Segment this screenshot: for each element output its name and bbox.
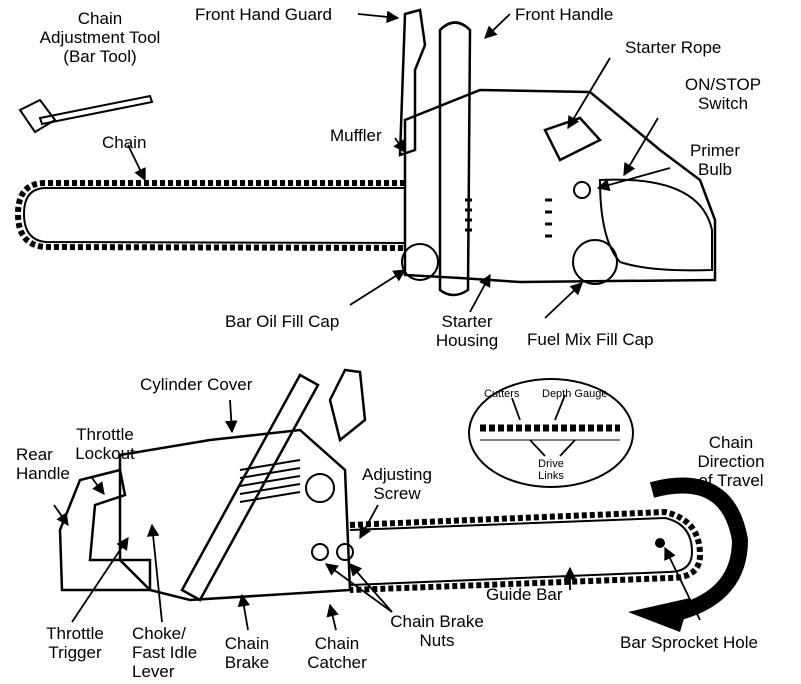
label-guide-bar: Guide Bar xyxy=(486,585,563,604)
label-starter-rope: Starter Rope xyxy=(625,38,722,57)
top-chainsaw xyxy=(14,8,717,297)
bar-sprocket-hole xyxy=(655,538,665,548)
label-chain-catcher: Chain Catcher xyxy=(307,634,367,672)
label-fuel-mix-fill-cap: Fuel Mix Fill Cap xyxy=(527,330,654,349)
top-fuel-mix-fill-cap xyxy=(572,239,618,285)
label-chain-brake-nuts: Chain Brake Nuts xyxy=(390,612,484,650)
bottom-hand-guard xyxy=(328,368,367,443)
label-choke-fast-idle-lever: Choke/ Fast Idle Lever xyxy=(132,624,198,681)
label-rear-handle: Rear Handle xyxy=(16,445,70,483)
bottom-rear-handle xyxy=(58,468,152,592)
inset-label-drive-links: Drive Links xyxy=(538,458,564,482)
top-guide-bar xyxy=(22,187,406,244)
bottom-guide-bar xyxy=(349,516,694,586)
label-bar-sprocket-hole: Bar Sprocket Hole xyxy=(620,633,758,652)
bottom-cooling-fins xyxy=(239,459,301,503)
inset-label-depth-gauge: Depth Gauge xyxy=(542,388,608,400)
chain-direction-arrow xyxy=(628,477,749,632)
label-front-hand-guard: Front Hand Guard xyxy=(195,5,333,24)
label-primer-bulb: Primer Bulb xyxy=(689,141,741,179)
label-cylinder-cover: Cylinder Cover xyxy=(140,375,253,394)
top-rear-handle xyxy=(598,178,713,272)
leader-lines xyxy=(53,10,701,631)
bottom-front-handle xyxy=(180,373,320,602)
top-front-hand-guard xyxy=(398,8,427,157)
chain-brake-nut-1 xyxy=(311,543,329,561)
label-adjusting-screw: Adjusting Screw xyxy=(362,465,432,503)
chain-adjustment-tool xyxy=(18,94,154,134)
top-starter-grip xyxy=(543,116,603,162)
label-muffler: Muffler xyxy=(330,126,382,145)
label-throttle-trigger: Throttle Trigger xyxy=(46,624,104,662)
label-chain-adjustment-tool: Chain Adjustment Tool (Bar Tool) xyxy=(39,9,161,66)
bottom-chain xyxy=(349,508,704,593)
bottom-chainsaw xyxy=(58,368,704,602)
top-powerhead-body xyxy=(403,88,717,284)
bottom-powerhead-body xyxy=(118,428,352,602)
top-bar-oil-fill-cap xyxy=(401,243,439,281)
label-on-stop-switch: ON/STOP Switch xyxy=(684,75,762,113)
label-chain-brake: Chain Brake xyxy=(224,634,270,672)
label-throttle-lockout: Throttle Lockout xyxy=(75,425,135,463)
top-primer-bulb xyxy=(573,181,591,199)
label-chain-direction-of-travel: Chain Direction of Travel xyxy=(697,433,765,490)
label-bar-oil-fill-cap: Bar Oil Fill Cap xyxy=(225,312,340,331)
chain-brake-nut-2 xyxy=(336,543,354,561)
top-cooling-fins xyxy=(465,198,552,238)
label-starter-housing: Starter Housing xyxy=(435,312,499,350)
label-front-handle: Front Handle xyxy=(515,5,614,24)
top-chain xyxy=(14,180,406,251)
inset-label-cutters: Cutters xyxy=(484,388,520,400)
bottom-lever-knob xyxy=(305,473,335,503)
chain-detail-inset xyxy=(468,378,634,488)
top-front-handle xyxy=(438,21,472,297)
label-chain: Chain xyxy=(102,133,147,152)
